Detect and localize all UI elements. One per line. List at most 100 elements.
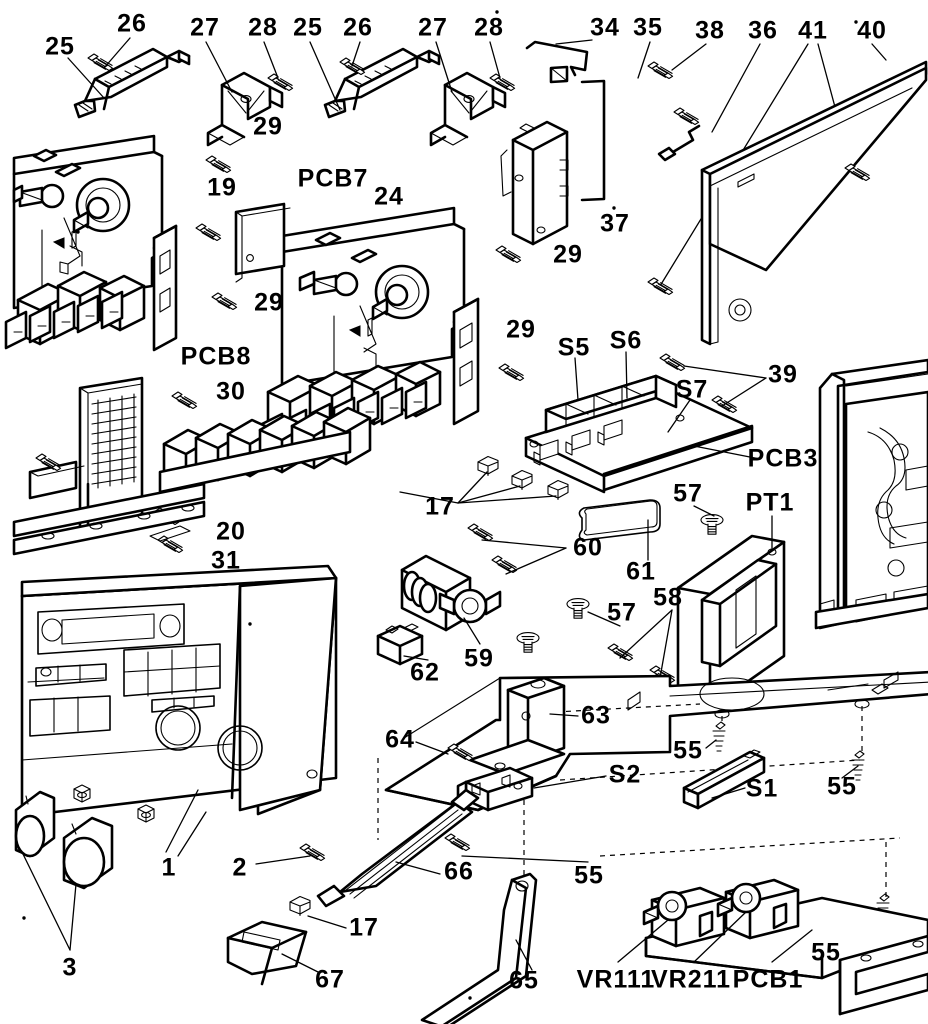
part-57-screw-c: [566, 598, 590, 619]
callout-pcb8: PCB8: [180, 342, 252, 371]
leader-66: [395, 861, 441, 875]
callout-25: 25: [45, 32, 75, 61]
right-side-clip: [827, 671, 899, 695]
bottom-right-rail: [838, 934, 928, 1016]
callout-31: 31: [211, 546, 241, 575]
callout-29: 29: [254, 288, 284, 317]
main-chassis-plate: [384, 670, 928, 857]
callout-63: 63: [581, 701, 611, 730]
callout-pcb3: PCB3: [747, 444, 819, 473]
part-38-screw-b: [673, 107, 700, 126]
part-35-bracket: [549, 65, 606, 202]
part-67-foot: [226, 920, 308, 986]
callout-60: 60: [573, 533, 603, 562]
callout-57: 57: [607, 598, 637, 627]
part-62-connector: [376, 623, 424, 666]
callout-s5: S5: [557, 333, 591, 362]
callout-34: 34: [590, 13, 620, 42]
part-17-spacer-a: [477, 455, 499, 477]
part-61-belt: [578, 499, 661, 541]
part-29-screw-b: [495, 245, 522, 264]
callout-1: 1: [161, 853, 177, 882]
callout-59: 59: [464, 644, 494, 673]
part-17-spacer-b: [511, 469, 533, 491]
leader-lines-59-62: [403, 617, 481, 661]
part-PCB3-board: [524, 374, 754, 494]
callout-38: 38: [695, 16, 725, 45]
leader-lines-bottom-left: [177, 811, 347, 973]
part-65-lever: [420, 872, 538, 1024]
callout-37: 37: [600, 209, 630, 238]
callout-27: 27: [190, 13, 220, 42]
part-PT1-transformer: [676, 534, 786, 710]
callout-36: 36: [748, 16, 778, 45]
callout-24: 24: [374, 182, 404, 211]
callout-vr211: VR211: [650, 965, 732, 994]
callout-64: 64: [385, 725, 415, 754]
alignment-dashes: [377, 706, 887, 898]
callout-66: 66: [444, 857, 474, 886]
callout-25: 25: [293, 13, 323, 42]
part-17-spacer-d: [289, 895, 311, 917]
callout-26: 26: [343, 13, 373, 42]
part-PCB7-board: [234, 202, 291, 283]
callout-26: 26: [117, 9, 147, 38]
callout-pt1: PT1: [745, 488, 795, 517]
callout-29: 29: [253, 112, 283, 141]
callout-s7: S7: [675, 375, 709, 404]
part-39-screw-a: [659, 353, 686, 372]
callout-s1: S1: [745, 774, 779, 803]
part-31-bracket: [149, 507, 191, 554]
callout-39: 39: [768, 360, 798, 389]
callout-61: 61: [626, 557, 656, 586]
callout-pcb7: PCB7: [297, 164, 369, 193]
callout-67: 67: [315, 965, 345, 994]
leader-lines-knobs: [21, 789, 199, 951]
callout-62: 62: [410, 658, 440, 687]
callout-20: 20: [216, 517, 246, 546]
callout-28: 28: [474, 13, 504, 42]
part-3-knob-b: [62, 816, 114, 890]
leader-lines-63-64: [415, 713, 579, 755]
part-19-screw: [195, 223, 222, 242]
leader-S1: [711, 787, 746, 799]
callout-19: 19: [207, 173, 237, 202]
leader-lines-pt1: [587, 505, 773, 679]
leader-lines-60: [481, 519, 649, 575]
callout-40: 40: [857, 16, 887, 45]
transport-mech-center: [260, 206, 480, 452]
rear-chassis-wall: [814, 358, 928, 630]
part-59-motor-assembly: [400, 554, 502, 632]
part-1-front-panel: [20, 564, 338, 818]
washer-mid: [530, 679, 546, 689]
callout-s2: S2: [608, 760, 642, 789]
callout-55: 55: [811, 938, 841, 967]
part-66-ribbon-cable: [316, 788, 480, 908]
leader-lines-17: [399, 471, 557, 504]
part-60-screw-a: [467, 523, 494, 542]
leader-lines-pcb3: [574, 351, 767, 460]
part-57-screw-b: [516, 632, 540, 653]
callout-58: 58: [653, 583, 683, 612]
part-40-side-panel: [700, 60, 928, 346]
part-29-screw-top: [205, 155, 232, 174]
washer-right: [854, 699, 870, 709]
transport-mech-left: [4, 134, 178, 352]
callout-17: 17: [349, 913, 379, 942]
callout-41: 41: [798, 16, 828, 45]
leader-S2: [533, 775, 607, 789]
part-60-screw-b: [491, 555, 518, 574]
left-chassis-rail: [12, 453, 206, 556]
part-41-screw-b: [647, 277, 674, 296]
part-knob-nut-b: [137, 804, 155, 823]
part-knob-nut-a: [73, 784, 91, 803]
leader-65: [515, 939, 533, 971]
part-S1-switch: [682, 749, 766, 810]
scan-artifacts: [22, 10, 858, 1000]
callout-3: 3: [62, 953, 78, 982]
part-30-screw: [171, 391, 198, 410]
callout-30: 30: [216, 377, 246, 406]
part-38-screw-a: [647, 61, 674, 80]
callout-vr111: VR111: [576, 965, 656, 994]
